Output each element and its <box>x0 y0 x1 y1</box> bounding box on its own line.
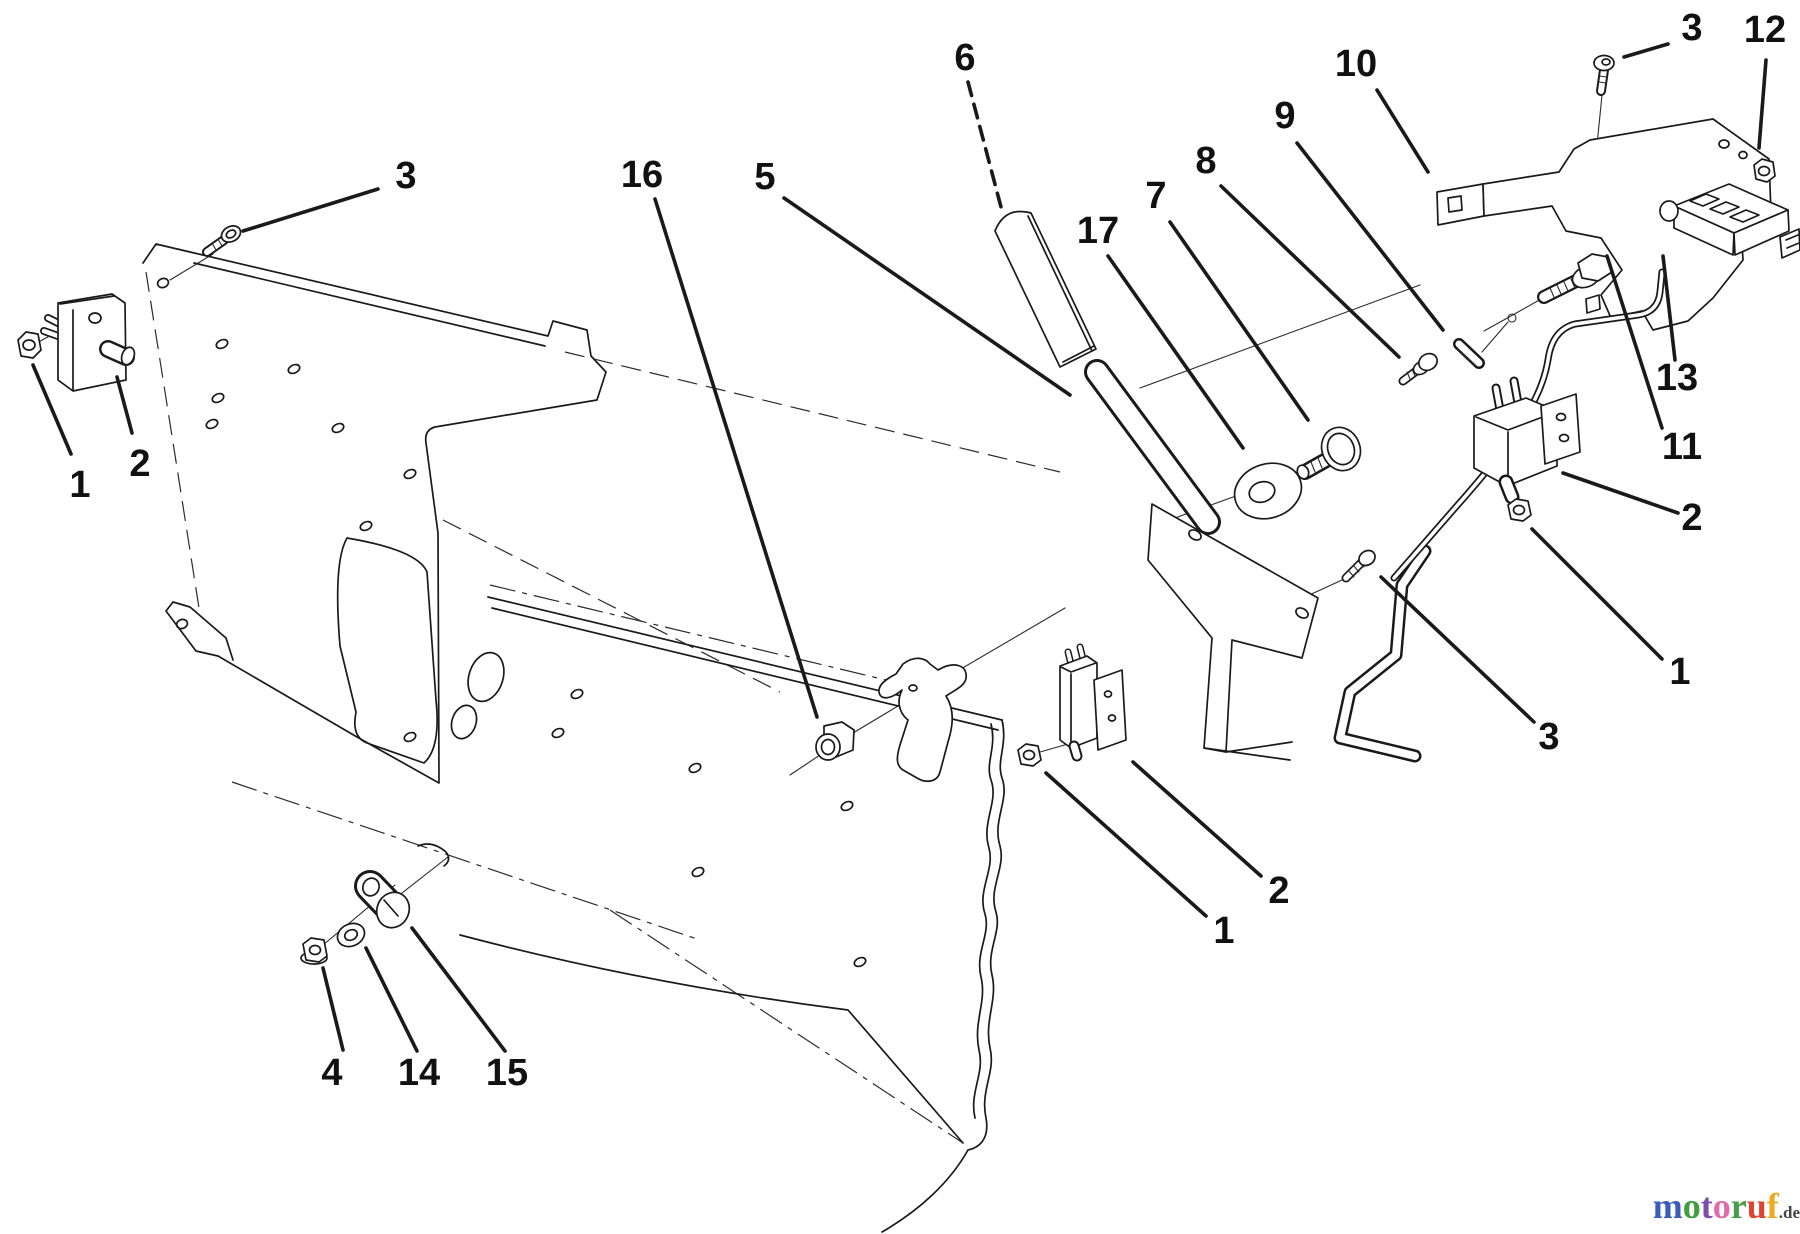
callout-label-hex-nut: 1 <box>1669 651 1690 693</box>
brand-logo-suffix: .de <box>1778 1203 1800 1222</box>
harness-rod <box>1394 272 1662 578</box>
flange-locknut-16 <box>816 722 854 760</box>
left-hex-nut <box>18 332 41 358</box>
brand-logo-letter: r <box>1730 1186 1747 1226</box>
brand-logo-letter: t <box>1700 1186 1713 1226</box>
callout-label-lever-grip: 6 <box>954 37 975 79</box>
leader-line-hex-nut <box>1046 773 1206 916</box>
brand-logo-text: motoruf <box>1653 1186 1779 1226</box>
callout-label-pivot-bushing: 15 <box>486 1052 528 1094</box>
leader-line-flange-screw <box>1624 44 1668 57</box>
leader-line-flange-nut <box>323 968 343 1050</box>
leader-line-spring-pin <box>1297 143 1443 330</box>
leader-line-flange-locknut <box>655 199 817 717</box>
callout-label-spring-pin: 9 <box>1274 95 1295 137</box>
spring-pin-9 <box>1458 344 1479 366</box>
callout-label-shoulder-bolt: 7 <box>1145 175 1166 217</box>
leader-line-hex-screw <box>1221 186 1399 357</box>
carriage-bolt-11 <box>1544 254 1612 297</box>
bottom-interlock-switch <box>1060 647 1126 756</box>
top-right-screw <box>1594 56 1614 92</box>
shoulder-bolt-7 <box>1295 421 1367 480</box>
right-interlock-switch <box>1474 381 1580 497</box>
leader-line-hex-nut <box>33 365 71 454</box>
right-hex-nut <box>1508 499 1531 521</box>
flat-washer-17 <box>1227 455 1308 527</box>
brand-logo-letter: o <box>1712 1186 1731 1226</box>
callout-label-hex-screw: 8 <box>1195 140 1216 182</box>
callout-label-flange-screw: 3 <box>1538 716 1559 758</box>
brand-logo-letter: o <box>1682 1186 1701 1226</box>
leader-line-interlock-switch <box>117 377 132 433</box>
leader-line-flange-screw <box>1381 577 1534 722</box>
callout-label-hex-nut: 1 <box>1213 910 1234 952</box>
middle-screw <box>1346 547 1378 578</box>
callout-label-flange-screw: 3 <box>1681 7 1702 49</box>
key-switch-13 <box>1660 184 1800 258</box>
leader-line-hex-nut <box>1532 529 1662 659</box>
leader-line-pivot-bushing <box>412 928 505 1051</box>
callout-label-interlock-switch: 2 <box>129 443 150 485</box>
callout-label-interlock-switch: 2 <box>1268 870 1289 912</box>
washer-14 <box>334 919 369 951</box>
callout-label-key-switch: 13 <box>1656 357 1698 399</box>
callout-label-switch-bracket: 10 <box>1335 43 1377 85</box>
hex-screw-8 <box>1403 350 1440 381</box>
leader-line-lever-grip <box>968 82 1001 207</box>
bottom-hex-nut <box>1018 744 1041 766</box>
lever-grip <box>995 211 1096 367</box>
callout-label-hex-nut: 1 <box>69 464 90 506</box>
brand-logo-letter: u <box>1746 1186 1767 1226</box>
callout-label-flange-screw: 3 <box>395 155 416 197</box>
leader-line-key-switch <box>1663 256 1675 360</box>
leader-line-interlock-switch <box>1563 473 1678 513</box>
leader-line-carriage-bolt <box>1607 256 1662 428</box>
brand-logo-letter: f <box>1766 1186 1779 1226</box>
leader-line-washer <box>366 948 417 1051</box>
leader-line-switch-bracket <box>1377 90 1428 172</box>
leader-line-shoulder-bolt <box>1170 222 1308 420</box>
hex-nut-12 <box>1754 159 1775 182</box>
leader-line-hex-nut-small <box>1759 60 1766 148</box>
callout-label-flange-locknut: 16 <box>621 154 663 196</box>
flange-nut-4 <box>301 938 327 964</box>
top-left-screw <box>207 223 243 252</box>
brand-logo-letter: m <box>1652 1186 1683 1226</box>
pivot-bushing-15 <box>360 876 414 933</box>
brand-logo: motoruf.de <box>1628 1184 1800 1230</box>
leader-line-flange-screw <box>243 189 378 231</box>
callout-label-interlock-switch: 2 <box>1681 497 1702 539</box>
callout-label-flat-washer: 17 <box>1077 210 1119 252</box>
callout-label-washer: 14 <box>398 1052 440 1094</box>
leader-line-control-lever <box>784 198 1070 395</box>
frame-plate <box>143 244 606 783</box>
leader-line-flat-washer <box>1108 256 1243 448</box>
leader-line-interlock-switch <box>1133 762 1261 876</box>
callout-label-carriage-bolt: 11 <box>1662 426 1702 468</box>
callout-label-flange-nut: 4 <box>321 1052 342 1094</box>
callout-label-hex-nut-small: 12 <box>1744 9 1786 51</box>
callout-label-control-lever: 5 <box>754 156 775 198</box>
construction-lines <box>33 95 1757 1143</box>
hook-bracket <box>879 658 966 781</box>
control-lever <box>1097 372 1425 760</box>
left-interlock-switch <box>44 294 137 391</box>
